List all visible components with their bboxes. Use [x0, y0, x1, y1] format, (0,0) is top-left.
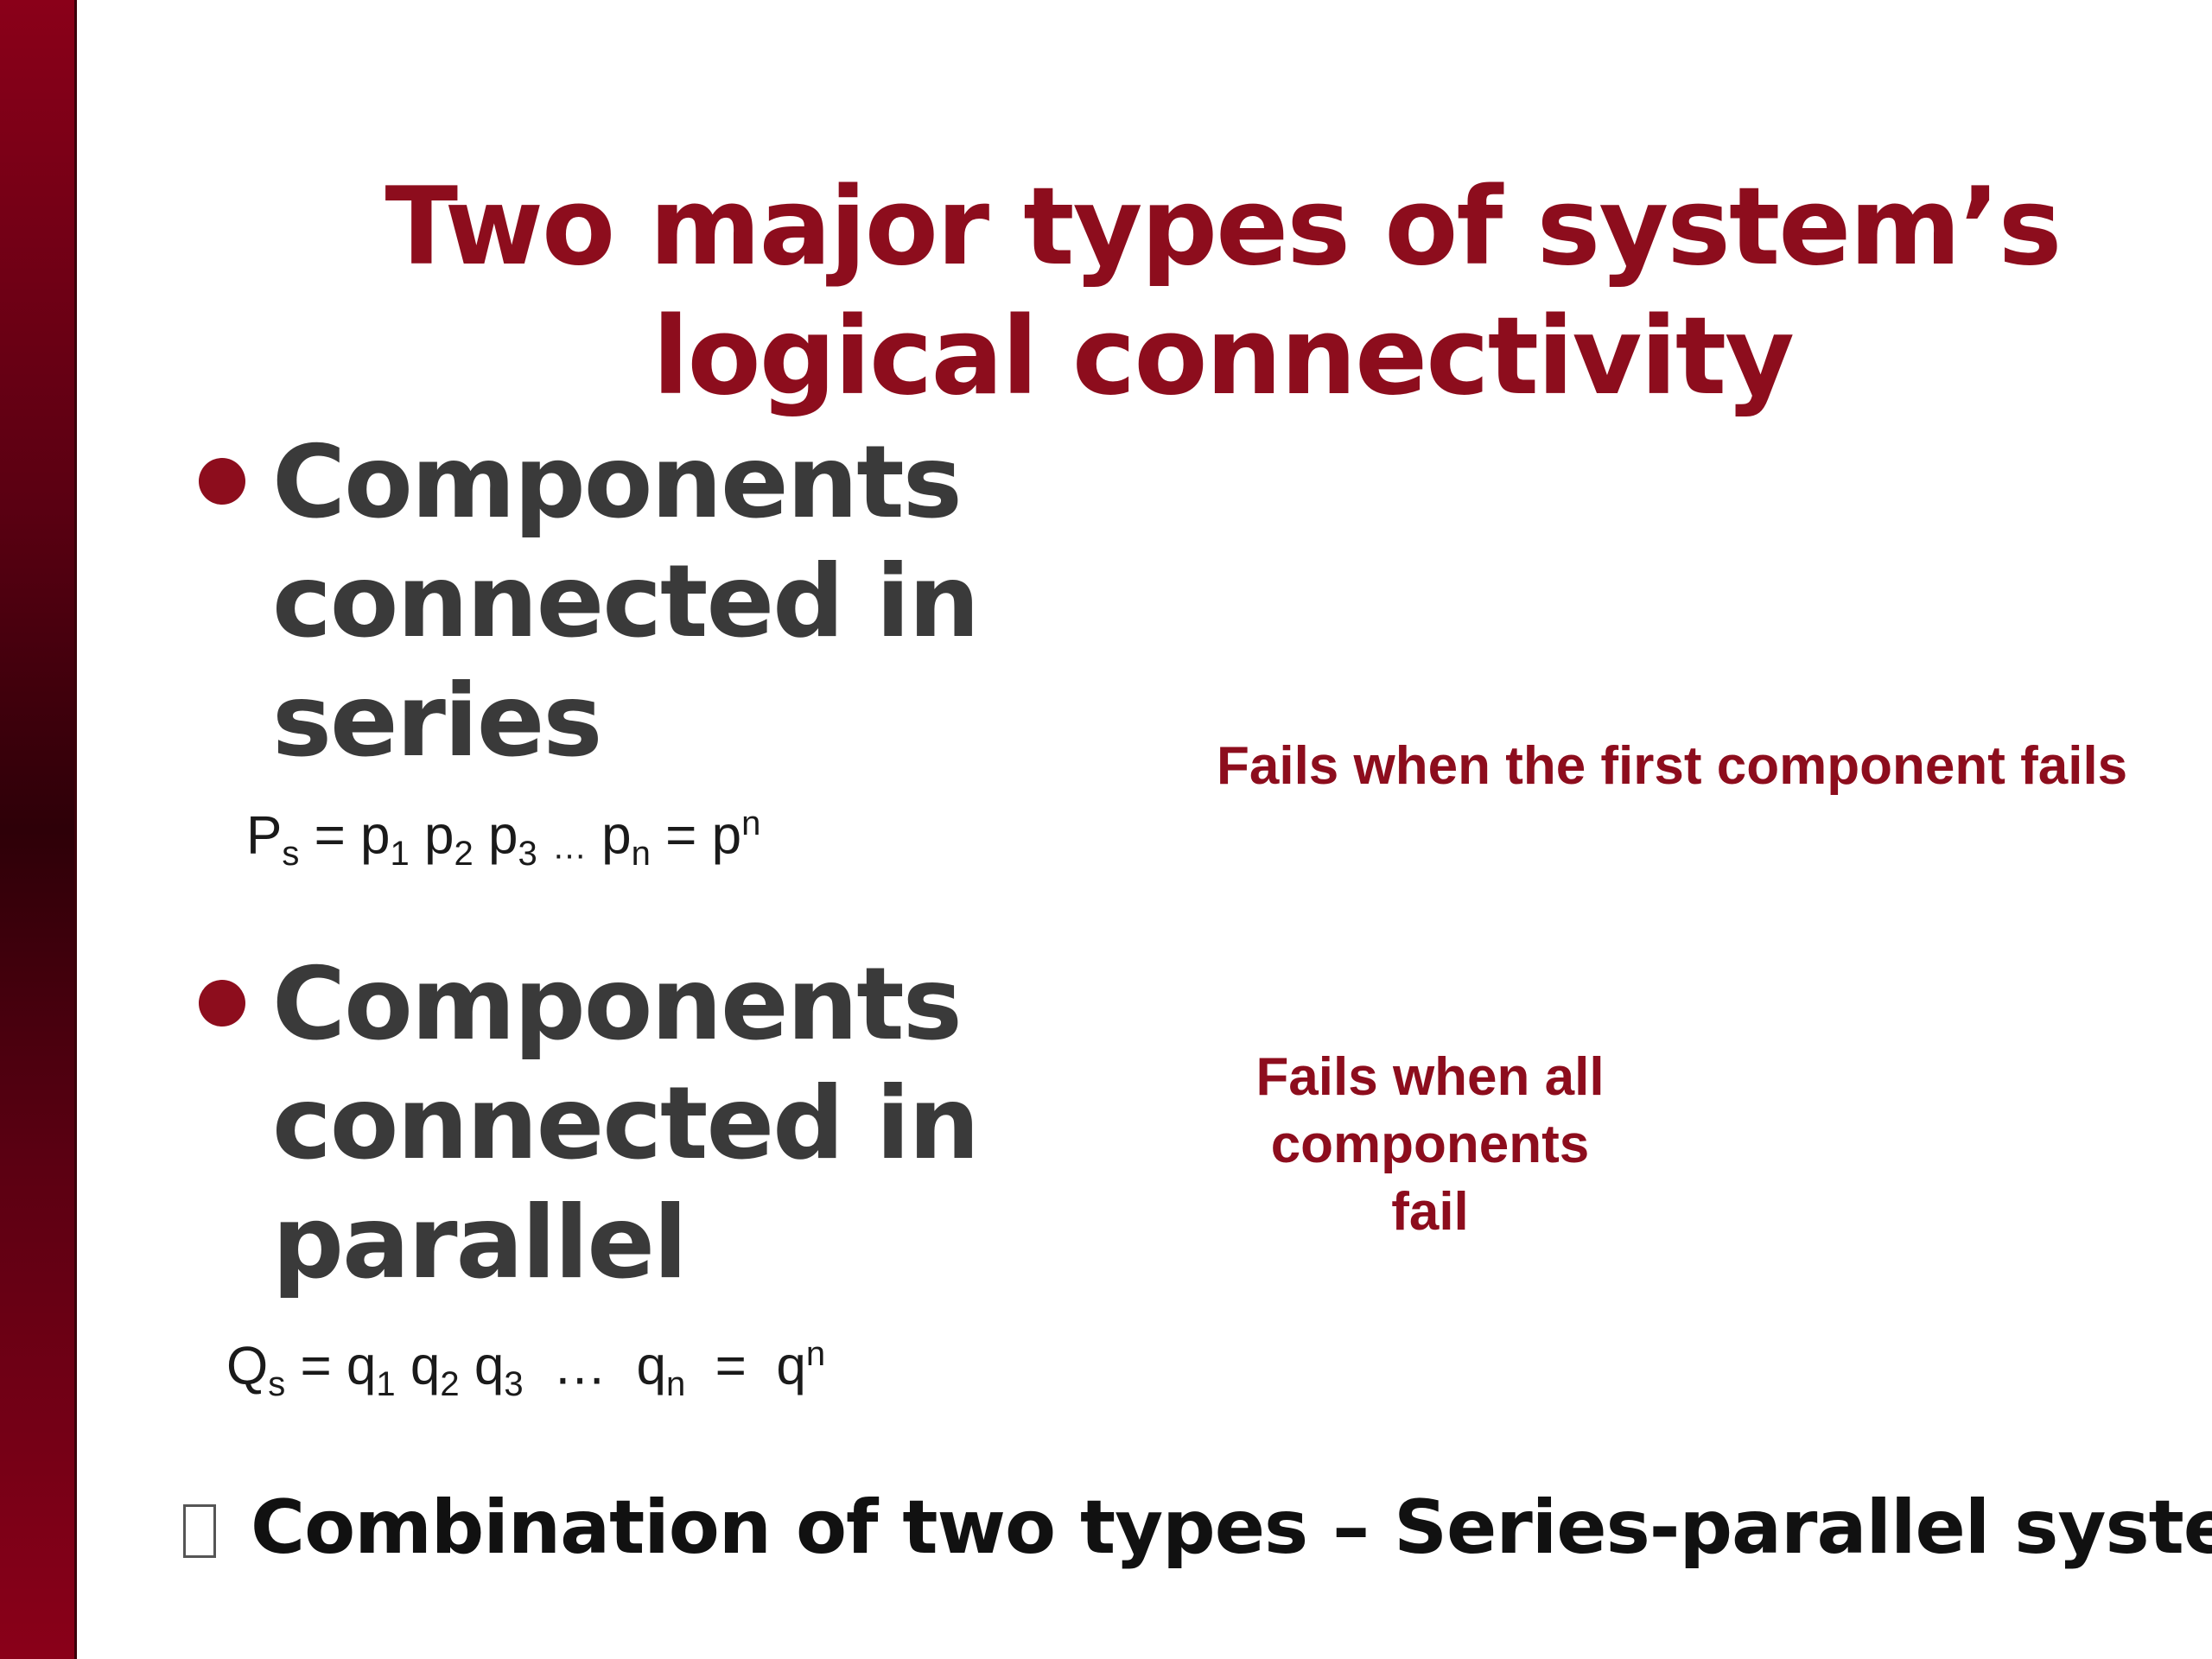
- bullet-series-text: Components connected in series: [272, 424, 980, 779]
- bullet-parallel-text: Components connected in parallel: [272, 946, 980, 1301]
- formula-equals: =: [285, 1336, 346, 1396]
- formula-subscript: s: [268, 1365, 286, 1404]
- side-bar: [0, 0, 77, 1659]
- formula-equals: =: [685, 1336, 777, 1396]
- formula-subscript: 3: [518, 835, 537, 874]
- formula-subscript: 3: [504, 1365, 524, 1404]
- formula-symbol: p: [487, 805, 518, 866]
- note-parallel-failure: Fails when all components fail: [1255, 1047, 1605, 1242]
- formula-subscript: 2: [454, 835, 474, 874]
- bottom-statement-text: Combination of two types – Series-parall…: [251, 1484, 2212, 1571]
- note-series-failure: Fails when the first component fails: [1217, 736, 2128, 796]
- formula-symbol: q: [636, 1336, 666, 1396]
- formula-ellipsis: …: [553, 1336, 607, 1396]
- formula-series: Ps = p1 p2 p3 … pn = pn: [246, 793, 760, 884]
- formula-symbol: p: [711, 805, 742, 866]
- formula-symbol: q: [410, 1336, 441, 1396]
- formula-subscript: 1: [390, 835, 410, 874]
- formula-symbol: q: [346, 1336, 377, 1396]
- bullet-dot-icon: [199, 458, 245, 505]
- formula-subscript: n: [631, 835, 651, 874]
- formula-ellipsis: …: [551, 828, 587, 867]
- formula-superscript: n: [741, 804, 761, 842]
- formula-equals: =: [299, 805, 361, 866]
- formula-symbol: q: [776, 1336, 806, 1396]
- missing-glyph-box-icon: [183, 1504, 216, 1558]
- formula-symbol: p: [424, 805, 454, 866]
- formula-symbol: P: [246, 805, 283, 866]
- formula-subscript: n: [665, 1365, 686, 1404]
- formula-superscript: n: [805, 1335, 826, 1373]
- bullet-dot-icon: [199, 980, 245, 1027]
- slide-title: Two major types of system’s logical conn…: [385, 165, 2063, 419]
- formula-symbol: q: [474, 1336, 505, 1396]
- formula-subscript: 1: [376, 1365, 396, 1404]
- bullet-series: Components connected in series: [199, 423, 980, 786]
- bullet-parallel: Components connected in parallel: [199, 945, 980, 1308]
- formula-subscript: s: [282, 835, 300, 874]
- formula-equals: =: [650, 805, 712, 866]
- formula-symbol: p: [360, 805, 391, 866]
- formula-subscript: 2: [440, 1365, 460, 1404]
- bottom-statement: Combination of two types – Series-parall…: [183, 1484, 2212, 1571]
- formula-symbol: p: [601, 805, 632, 866]
- formula-symbol: Q: [226, 1336, 269, 1396]
- formula-parallel: Qs = q1 q2 q3 … qn = qn: [226, 1324, 825, 1414]
